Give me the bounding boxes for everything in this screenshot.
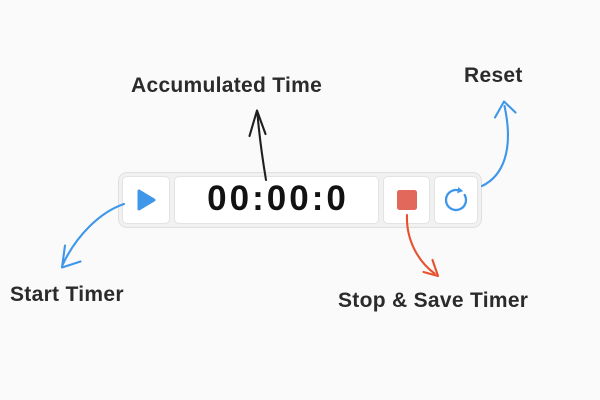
start-timer-label: Start Timer — [10, 283, 124, 306]
time-value: 00:00:0 — [207, 179, 349, 218]
stop-save-timer-label: Stop & Save Timer — [338, 289, 529, 312]
reset-arrow-head — [493, 100, 517, 119]
time-display: 00:00:0 — [174, 176, 379, 224]
play-triangle — [137, 189, 156, 211]
reset-arrowhead — [457, 187, 464, 194]
stop-square — [396, 190, 417, 210]
accumulated-time-arrow — [248, 109, 268, 182]
accumulated-time-arrow-shaft — [256, 112, 268, 182]
accumulated-time-label: Accumulated Time — [131, 74, 323, 97]
start-timer-arrow-shaft — [61, 202, 126, 267]
reset-arrow-shaft — [480, 104, 509, 188]
play-icon — [137, 189, 156, 211]
reset-icon — [444, 187, 468, 212]
reset-label: Reset — [464, 64, 523, 87]
start-timer-arrow-head — [60, 244, 82, 269]
stop-save-timer-arrow-head — [422, 258, 440, 278]
start-timer-button[interactable] — [122, 176, 170, 224]
stop-icon — [396, 190, 417, 210]
reset-arc — [444, 188, 468, 212]
accumulated-time-arrow-head — [248, 109, 267, 138]
timer-widget: 00:00:0 — [118, 172, 482, 228]
stop-save-button[interactable] — [383, 176, 430, 224]
reset-button[interactable] — [434, 176, 478, 224]
start-timer-arrow — [60, 202, 126, 269]
reset-arrow — [480, 100, 517, 188]
